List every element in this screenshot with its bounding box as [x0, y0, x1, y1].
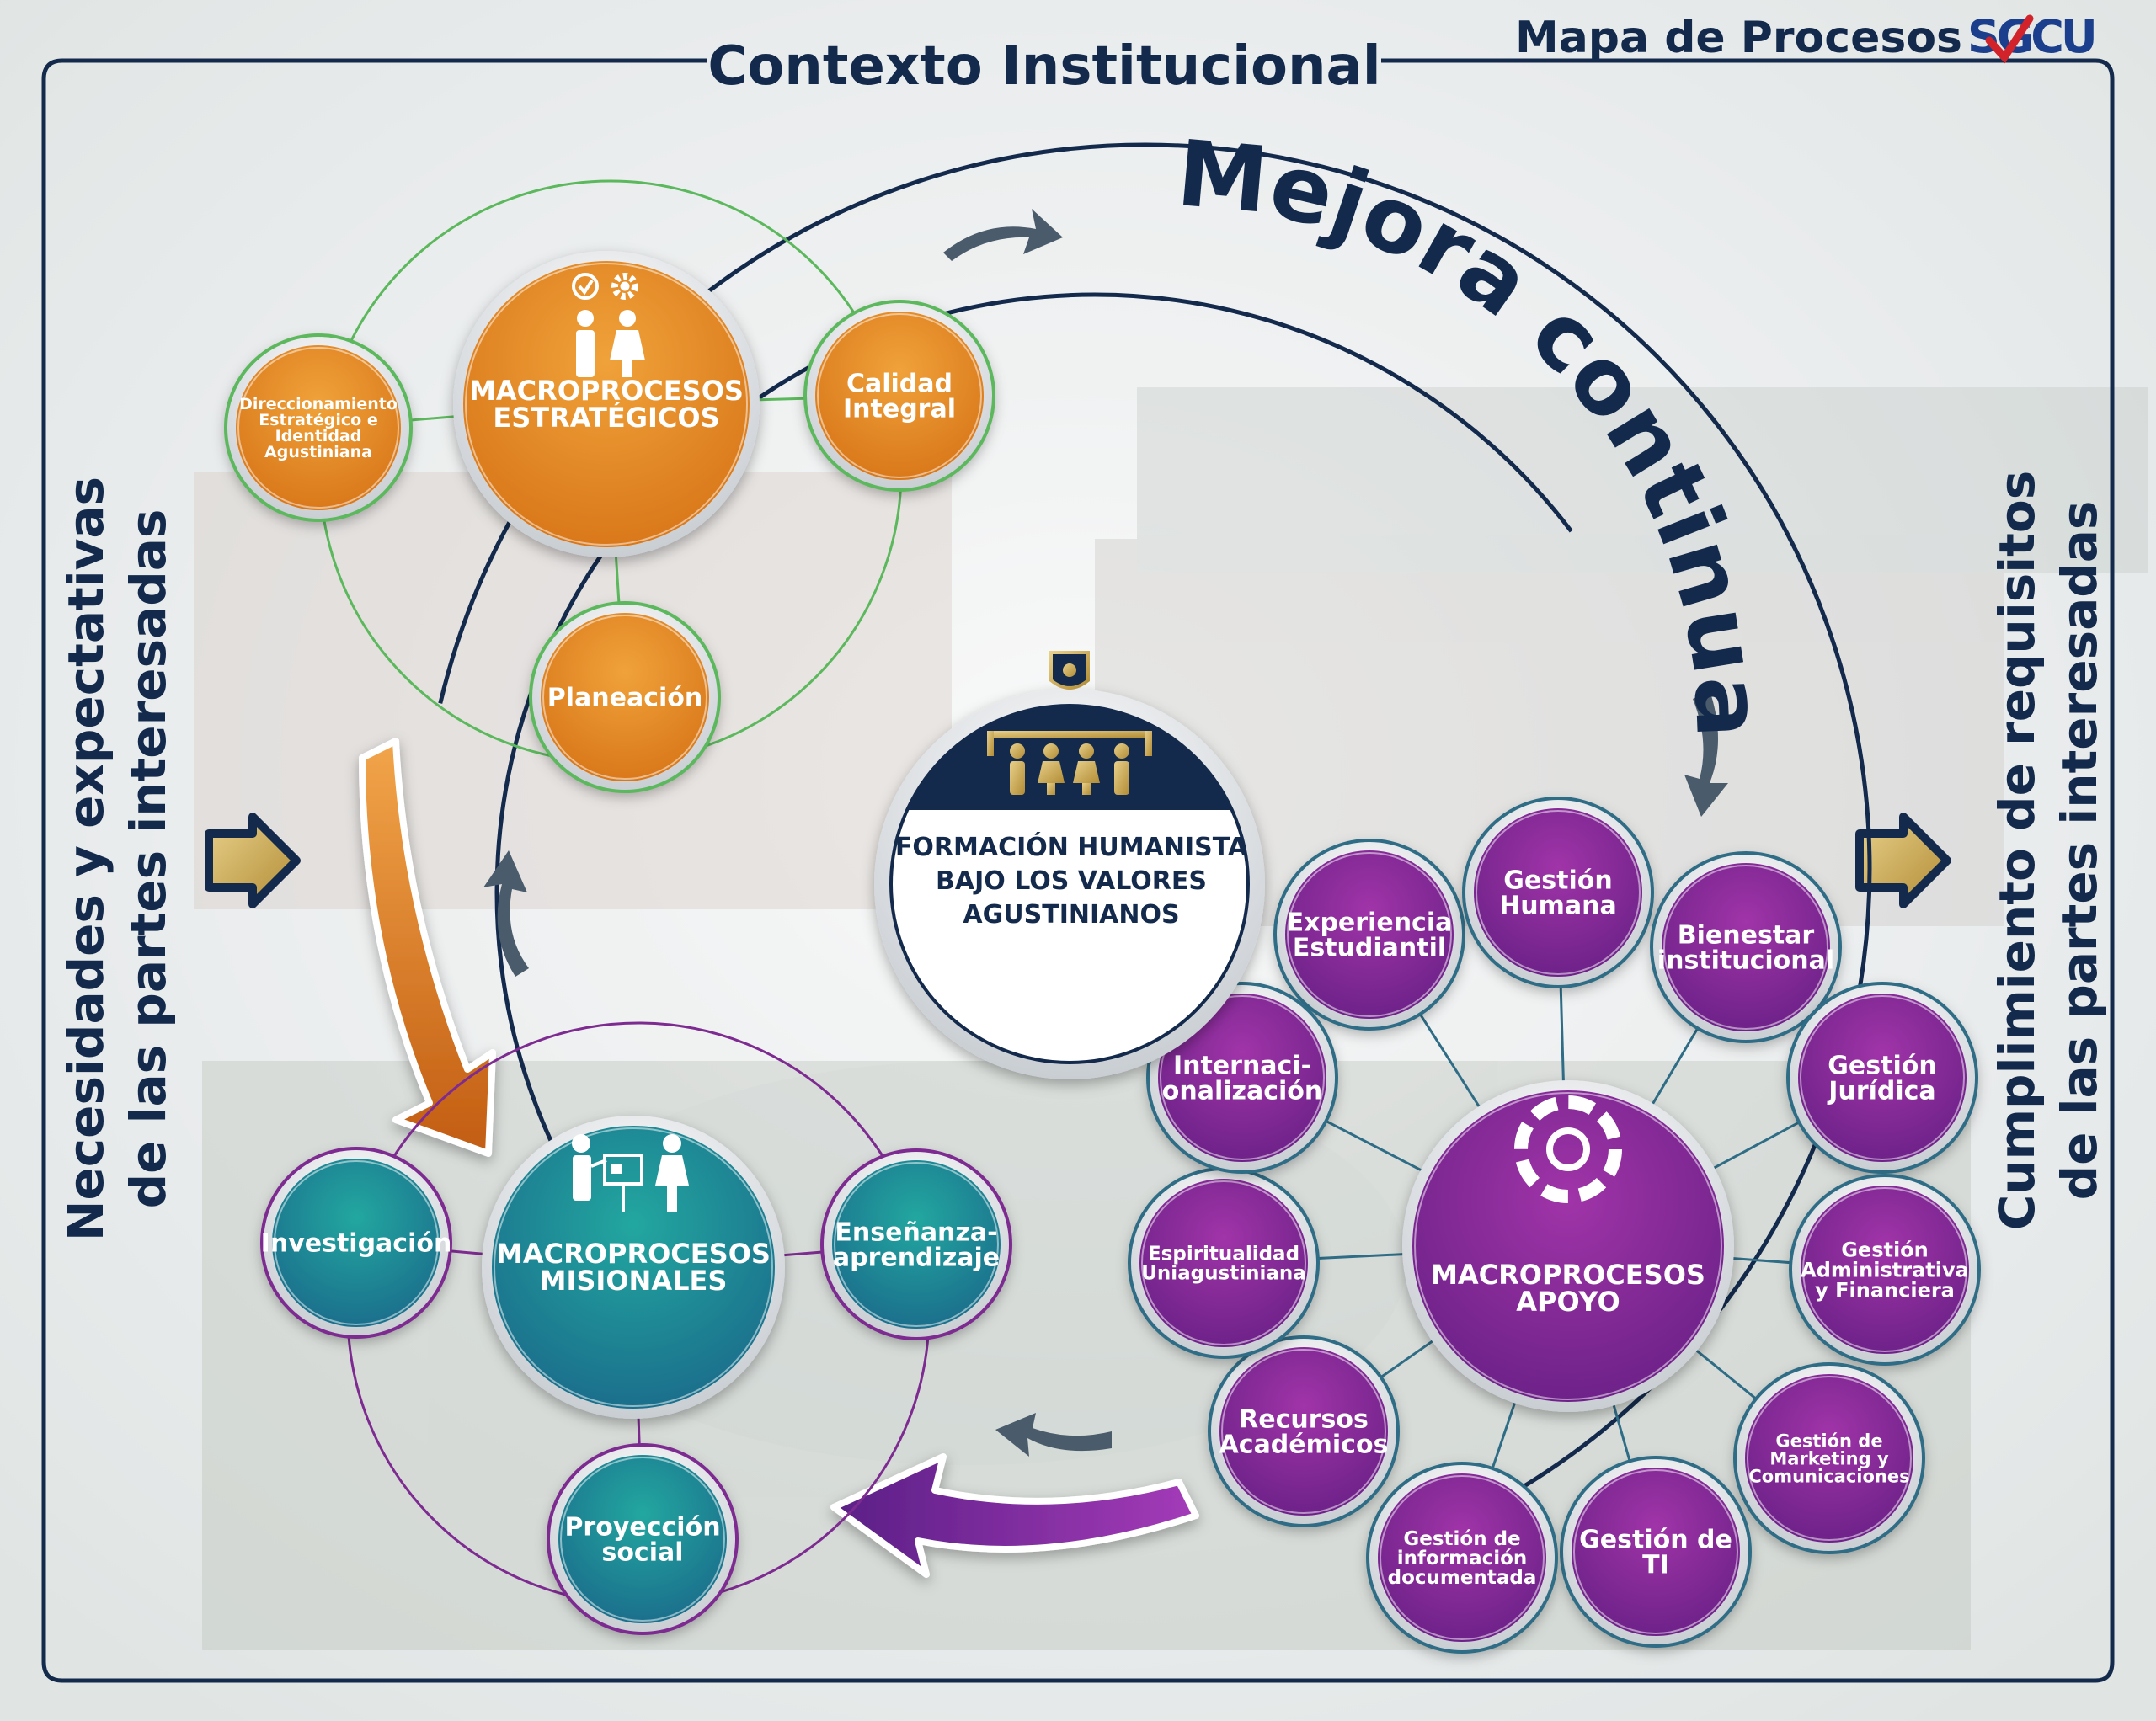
outer-cycle-ring [419, 142, 1872, 1596]
macroprocesos-misionales-node-label: MISIONALES [540, 1265, 728, 1297]
support-subprocess-10-label: onalización [1162, 1077, 1323, 1106]
support-subprocess-4-label: Gestión [1841, 1238, 1929, 1261]
support-subprocess-3-label: Jurídica [1827, 1077, 1935, 1106]
left-label-line: de las partes interesadas [120, 509, 177, 1209]
support-subprocess-7-label: Gestión de [1403, 1528, 1520, 1550]
input-arrow-icon [205, 813, 301, 908]
missional-subprocess-0-label: Investigación [261, 1229, 452, 1259]
macroprocesos-apoyo-node-label: MACROPROCESOS [1431, 1259, 1705, 1291]
missional-subprocess-0[interactable]: Investigación [260, 1147, 452, 1339]
support-subprocess-1-label: Gestión [1503, 866, 1612, 896]
support-subprocess-7-label: información [1397, 1548, 1528, 1569]
right-side-label: Cumplimiento de requisitos de las partes… [1988, 471, 2108, 1230]
process-nodes: MACROPROCESOSESTRATÉGICOSDireccionamient… [224, 251, 1981, 1654]
support-subprocess-7-label: documentada [1388, 1567, 1537, 1589]
strategic-subprocess-0-label: Agustiniana [264, 443, 372, 461]
strategic-subprocess-1-label: Calidad [846, 370, 953, 399]
missional-subprocess-1-label: aprendizaje [833, 1244, 1000, 1273]
support-subprocess-0-label: Experiencia [1287, 908, 1453, 938]
left-side-label: Necesidades y expectativas de las partes… [57, 477, 177, 1241]
strategic-subprocess-0-label: Estratégico e [259, 411, 377, 429]
missional-subprocess-1[interactable]: Enseñanza-aprendizaje [820, 1148, 1012, 1340]
support-subprocess-9-label: Uniagustiniana [1141, 1263, 1306, 1285]
support-subprocess-6-label: TI [1642, 1551, 1669, 1580]
institution-shield-icon [1049, 651, 1090, 690]
right-label-line: de las partes interesadas [2051, 501, 2108, 1201]
support-subprocess-2-label: Bienestar [1678, 921, 1815, 951]
cycle-arrow-icon [483, 850, 529, 977]
support-subprocess-2-label: institucional [1657, 946, 1834, 976]
strategic-subprocess-2-label: Planeación [547, 684, 703, 713]
strategic-subprocess-2[interactable]: Planeación [529, 601, 721, 793]
support-subprocess-10-label: Internaci- [1173, 1052, 1311, 1081]
cycle-arrow-icon [995, 1413, 1112, 1457]
big-orange-arrow-icon [359, 738, 496, 1157]
logo-check-icon [1985, 14, 2034, 64]
support-subprocess-4-label: y Financiera [1815, 1278, 1955, 1302]
support-subprocess-1-label: Humana [1499, 892, 1617, 921]
map-title: Mapa de Procesos [1515, 13, 1962, 63]
strategic-subprocess-0-label: Direccionamiento [239, 395, 398, 413]
context-title: Contexto Institucional [707, 35, 1380, 98]
frame-border [41, 58, 2115, 1683]
support-subprocess-9-label: Espiritualidad [1148, 1244, 1299, 1265]
gear-cycle-icon [1514, 1095, 1622, 1203]
support-subprocess-3-label: Gestión [1828, 1052, 1936, 1081]
cycle-arrow-icon [943, 209, 1063, 261]
right-label-line: Cumplimiento de requisitos [1988, 471, 2046, 1230]
strategic-subprocess-1-label: Integral [843, 395, 956, 424]
missional-subprocess-2-label: Proyección [564, 1513, 720, 1543]
center-text-line: AGUSTINIANOS [963, 900, 1179, 930]
support-subprocess-6-label: Gestión de [1579, 1526, 1732, 1555]
macroprocesos-estrategicos-node-label: ESTRATÉGICOS [493, 402, 719, 434]
macroprocesos-estrategicos-node-label: MACROPROCESOS [469, 375, 744, 407]
support-subprocess-0-label: Estudiantil [1293, 934, 1446, 963]
big-purple-arrow-icon [830, 1453, 1199, 1578]
support-subprocess-5-label: Gestión de [1775, 1431, 1882, 1451]
macroprocesos-misionales-node-label: MACROPROCESOS [496, 1238, 771, 1270]
missional-subprocess-2-label: social [601, 1538, 683, 1568]
inner-cycle-ring [494, 292, 1695, 1493]
center-formacion-node: FORMACIÓN HUMANISTA BAJO LOS VALORES AGU… [874, 651, 1265, 1079]
people-group-icon [987, 731, 1152, 795]
cycle-arrow-icon [1684, 690, 1728, 817]
support-subprocess-10[interactable]: Internaci-onalización [1146, 982, 1338, 1174]
teaching-icon [572, 1134, 689, 1212]
left-label-line: Necesidades y expectativas [57, 477, 115, 1241]
strategic-subprocess-0-label: Identidad [275, 427, 362, 445]
center-text-line: BAJO LOS VALORES [936, 866, 1207, 896]
support-subprocess-4-label: Administrativa [1801, 1258, 1969, 1281]
center-text-line: FORMACIÓN HUMANISTA [895, 831, 1248, 862]
support-subprocess-5-label: Comunicaciones [1748, 1466, 1909, 1486]
macroprocesos-apoyo-node-label: APOYO [1516, 1286, 1620, 1318]
support-subprocess-5-label: Marketing y [1769, 1448, 1889, 1468]
strategy-people-icon [572, 273, 645, 377]
missional-subprocess-1-label: Enseñanza- [835, 1218, 997, 1248]
output-arrow-icon [1855, 813, 1951, 908]
support-subprocess-8-label: Académicos [1219, 1431, 1389, 1460]
support-subprocess-8-label: Recursos [1239, 1405, 1369, 1435]
